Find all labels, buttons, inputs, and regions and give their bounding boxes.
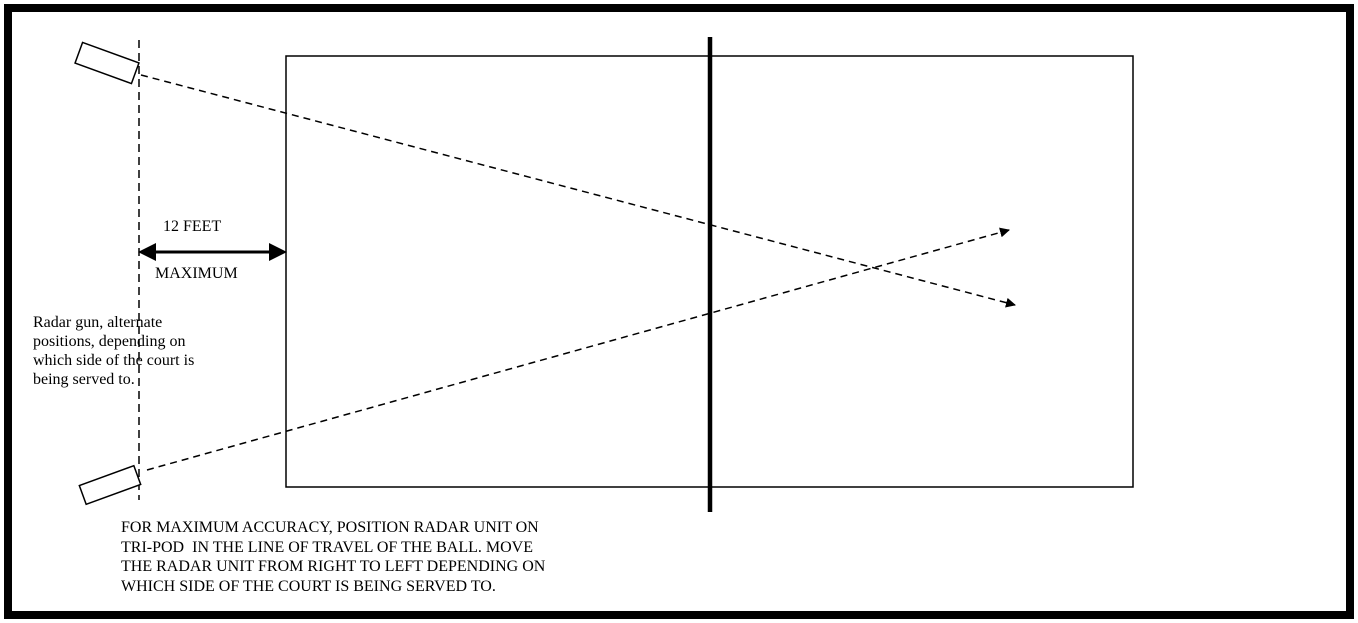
diagram-frame	[4, 4, 1354, 619]
instruction-line: WHICH SIDE OF THE COURT IS BEING SERVED …	[121, 577, 496, 595]
radar-gun-top	[74, 41, 140, 85]
instruction-line: THE RADAR UNIT FROM RIGHT TO LEFT DEPEND…	[121, 558, 546, 575]
instruction-line: TRI-POD IN THE LINE OF TRAVEL OF THE BAL…	[121, 538, 533, 556]
serve-path-bottom	[146, 227, 1010, 471]
distance-arrow	[138, 243, 287, 261]
radar-note-line: Radar gun, alternate	[33, 314, 163, 331]
radar-note-line: being served to.	[33, 371, 135, 388]
distance-label-bottom: MAXIMUM	[155, 265, 238, 282]
distance-label-top: 12 FEET	[163, 218, 222, 235]
radar-note-line: which side of the court is	[33, 352, 195, 369]
instruction-line: FOR MAXIMUM ACCURACY, POSITION RADAR UNI…	[121, 519, 539, 536]
radar-gun-bottom	[78, 464, 142, 506]
radar-note-line: positions, depending on	[33, 333, 186, 350]
serve-path-top	[140, 74, 1016, 308]
instructions-text: FOR MAXIMUM ACCURACY, POSITION RADAR UNI…	[121, 518, 545, 596]
radar-note: Radar gun, alternate positions, dependin…	[33, 313, 243, 389]
